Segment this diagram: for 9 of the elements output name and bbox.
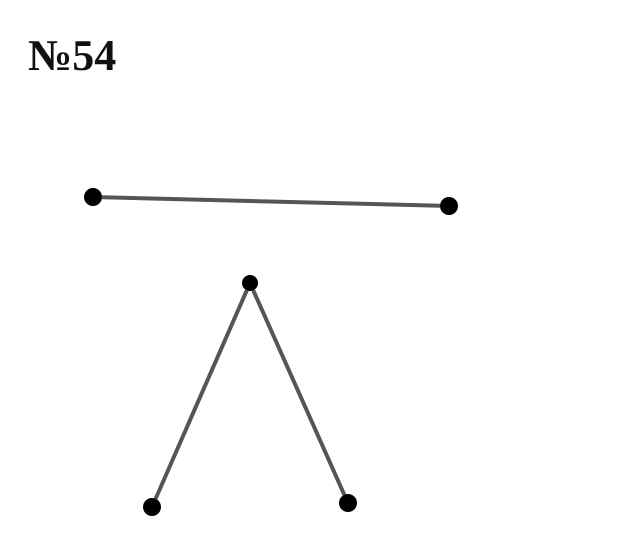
point-dot (440, 197, 458, 215)
point-dot (143, 498, 161, 516)
line-segment (102, 195, 440, 208)
point-dot (84, 188, 102, 206)
line-segment (154, 290, 249, 500)
line-segment (251, 290, 346, 496)
point-dot (242, 275, 258, 291)
title: №54 (28, 34, 116, 78)
point-dot (339, 494, 357, 512)
